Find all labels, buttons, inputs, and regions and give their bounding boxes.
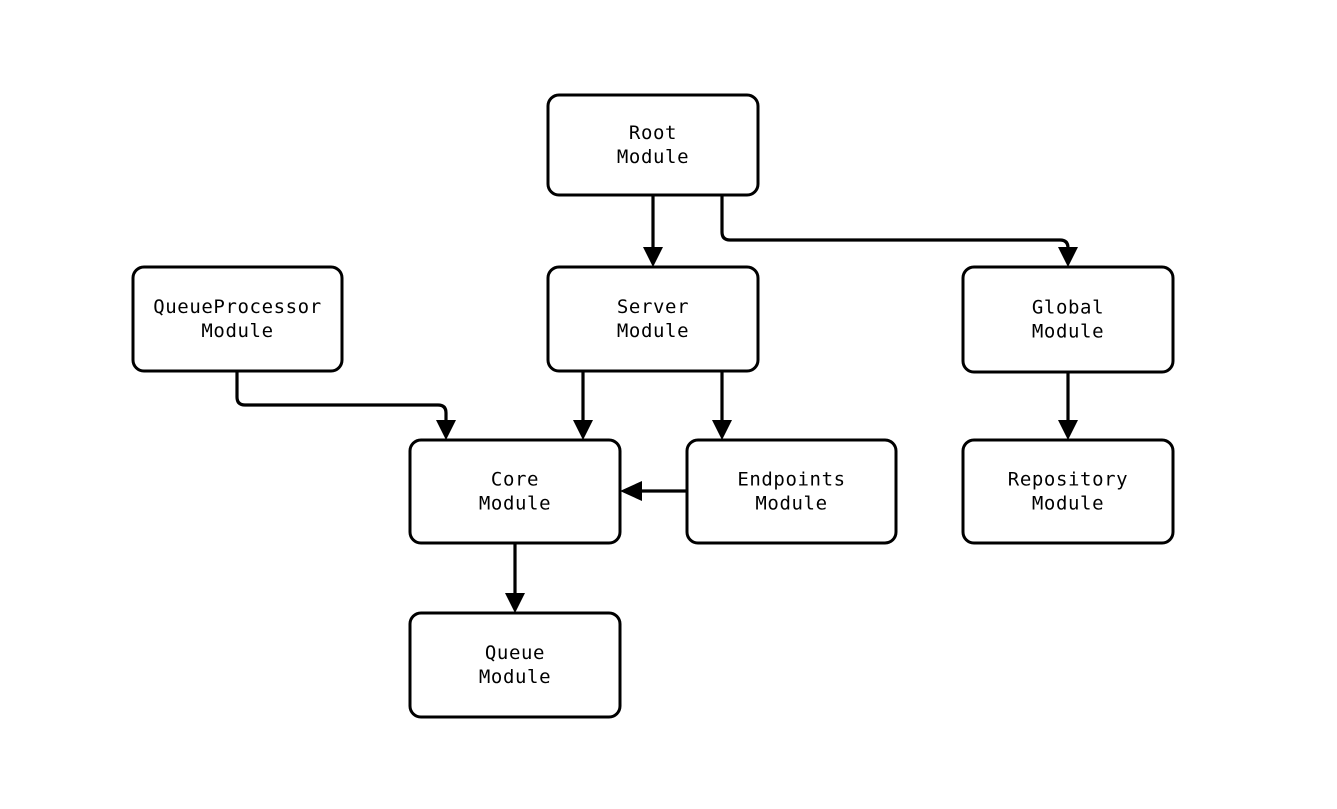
edge-queueprocessor-to-core — [235, 371, 456, 440]
edge-server-to-endpoints-arrowhead-icon — [712, 420, 732, 440]
edge-root-to-global-arrowhead-icon — [1058, 247, 1078, 267]
edge-root-to-global-line — [720, 195, 1070, 252]
queue-module-node-label-line2: Module — [479, 665, 551, 687]
root-module-node-label-line1: Root — [629, 122, 677, 144]
core-module-node-label-line1: Core — [491, 468, 539, 490]
edge-server-to-core-arrowhead-icon — [573, 420, 593, 440]
edge-server-to-core — [573, 371, 593, 440]
queueprocessor-module-node-box[interactable] — [131, 265, 344, 373]
queueprocessor-module-node-label-line2: Module — [201, 319, 273, 341]
global-module-node-box[interactable] — [961, 265, 1175, 374]
edge-queueprocessor-to-core-line — [235, 371, 448, 425]
edge-global-to-repository — [1058, 372, 1078, 440]
edge-endpoints-to-core-arrowhead-icon — [620, 481, 642, 501]
edges-layer — [235, 195, 1078, 613]
repository-module-node-box[interactable] — [961, 438, 1175, 545]
endpoints-module-node-box[interactable] — [685, 438, 898, 545]
edge-root-to-server-arrowhead-icon — [643, 247, 663, 267]
root-module-node-box[interactable] — [546, 93, 760, 197]
queueprocessor-module-node-label-line1: QueueProcessor — [153, 296, 322, 318]
core-module-node-label-line2: Module — [479, 492, 551, 514]
server-module-node-box[interactable] — [546, 265, 760, 373]
edge-server-to-endpoints — [712, 371, 732, 440]
core-module-node-box[interactable] — [408, 438, 622, 545]
endpoints-module-node-label-line2: Module — [755, 492, 827, 514]
queue-module-node-label-line1: Queue — [485, 642, 545, 664]
global-module-node-label-line2: Module — [1032, 320, 1104, 342]
edge-core-to-queue-arrowhead-icon — [505, 593, 525, 613]
endpoints-module-node-label-line1: Endpoints — [737, 468, 845, 490]
repository-module-node-label-line2: Module — [1032, 492, 1104, 514]
edge-root-to-global — [720, 195, 1078, 267]
edge-global-to-repository-arrowhead-icon — [1058, 420, 1078, 440]
repository-module-node-label-line1: Repository — [1008, 468, 1128, 490]
queue-module-node-box[interactable] — [408, 611, 622, 719]
edge-endpoints-to-core — [620, 481, 687, 501]
global-module-node-label-line1: Global — [1032, 296, 1104, 318]
edge-queueprocessor-to-core-arrowhead-icon — [436, 420, 456, 440]
edge-core-to-queue — [505, 543, 525, 613]
edge-root-to-server — [643, 195, 663, 267]
server-module-node-label-line1: Server — [617, 296, 689, 318]
server-module-node-label-line2: Module — [617, 319, 689, 341]
root-module-node-label-line2: Module — [617, 145, 689, 167]
